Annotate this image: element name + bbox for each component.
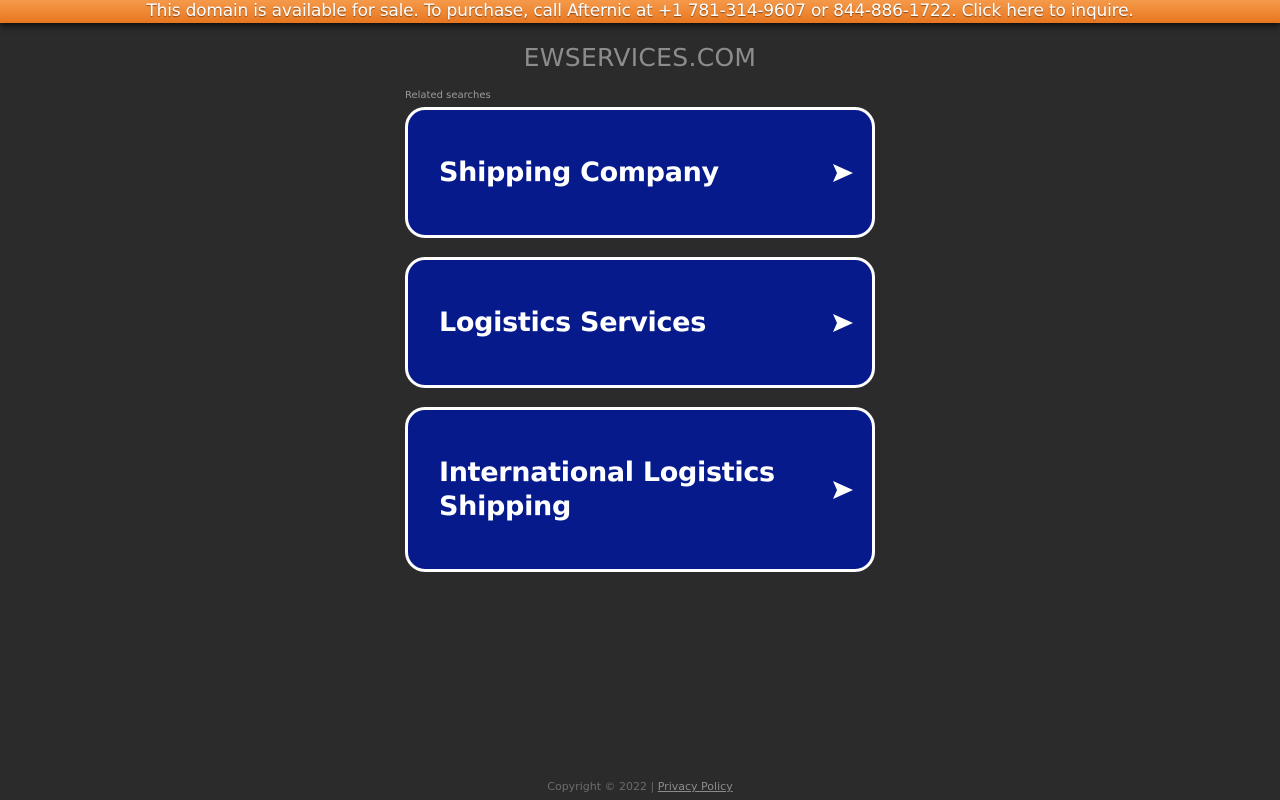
related-search-link-international-logistics-shipping[interactable]: International Logistics Shipping (405, 407, 875, 572)
for-sale-banner-text[interactable]: This domain is available for sale. To pu… (146, 1, 1134, 21)
arrow-right-icon (833, 163, 853, 182)
copyright-text: Copyright © 2022 | (547, 780, 655, 793)
arrow-right-icon (833, 480, 853, 499)
privacy-policy-link[interactable]: Privacy Policy (657, 780, 733, 793)
related-searches-label: Related searches (405, 90, 491, 101)
for-sale-banner[interactable]: This domain is available for sale. To pu… (0, 0, 1280, 23)
domain-title: EWSERVICES.COM (523, 43, 757, 72)
related-search-link-shipping-company[interactable]: Shipping Company (405, 107, 875, 238)
related-search-label: International Logistics Shipping (439, 456, 775, 522)
related-search-link-logistics-services[interactable]: Logistics Services (405, 257, 875, 388)
related-search-label: Shipping Company (439, 156, 719, 188)
related-search-label: Logistics Services (439, 306, 706, 338)
arrow-right-icon (833, 313, 853, 332)
footer: Copyright © 2022 | Privacy Policy (0, 780, 1280, 794)
